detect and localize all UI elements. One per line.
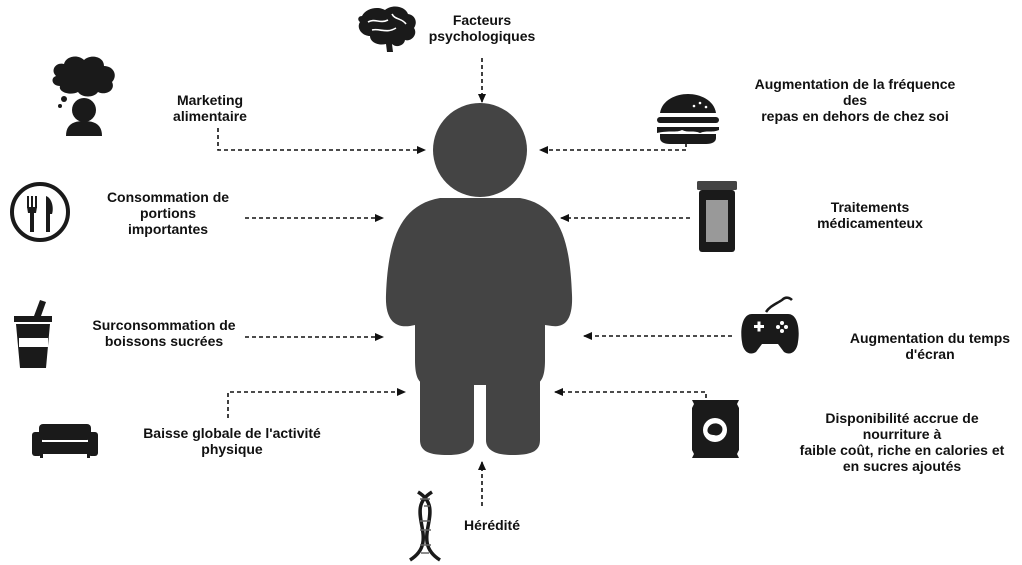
label-psychological: Facteurs psychologiques: [428, 12, 536, 44]
arrow-junk-food: [554, 388, 707, 398]
label-screen-time: Augmentation du temps d'écran: [849, 330, 1011, 362]
label-physical-activity: Baisse globale de l'activité physique: [143, 425, 321, 457]
label-heredity: Hérédité: [463, 517, 521, 533]
label-medication: Traitements médicamenteux: [817, 199, 923, 231]
plate-cutlery-icon: [10, 182, 70, 242]
gamepad-icon: [741, 296, 799, 354]
obese-person-figure: [385, 103, 573, 455]
label-eating-out: Augmentation de la fréquence des repas e…: [754, 76, 956, 124]
arrows: [217, 58, 732, 506]
label-marketing: Marketing alimentaire: [173, 92, 247, 124]
pill-bottle-icon: [697, 181, 737, 252]
thinking-person-icon: [52, 56, 115, 136]
arrow-eating-out: [539, 143, 687, 154]
burger-icon: [657, 94, 719, 144]
arrow-marketing: [217, 128, 426, 154]
label-portions: Consommation de portions importantes: [106, 189, 230, 237]
label-junk-food: Disponibilité accrue de nourriture à fai…: [799, 410, 1005, 474]
arrow-physical-activity: [227, 388, 406, 418]
brain-icon: [358, 6, 416, 52]
label-sugary-drinks: Surconsommation de boissons sucrées: [92, 317, 236, 349]
dna-icon: [409, 490, 441, 562]
chips-bag-icon: [692, 400, 739, 458]
sofa-icon: [32, 424, 98, 458]
soda-cup-icon: [14, 300, 52, 368]
